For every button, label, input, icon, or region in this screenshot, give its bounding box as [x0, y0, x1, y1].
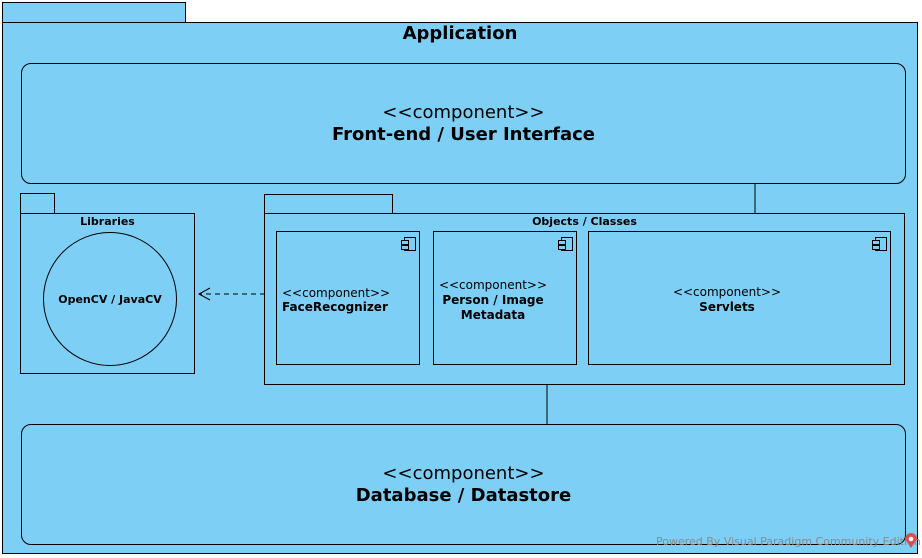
servlets-component[interactable]: <<component>> Servlets [588, 231, 891, 365]
dependency-arrowhead [197, 287, 211, 301]
opencv-interface-label: OpenCV / JavaCV [58, 292, 162, 306]
facerecognizer-stereotype: <<component>> [282, 286, 391, 300]
libraries-title: Libraries [80, 215, 135, 228]
opencv-interface-circle[interactable]: OpenCV / JavaCV [43, 232, 177, 366]
objects-title: Objects / Classes [532, 215, 637, 228]
application-package-tab [2, 2, 186, 23]
database-name: Database / Datastore [355, 484, 572, 506]
visual-paradigm-logo-icon [905, 533, 917, 548]
component-icon [558, 237, 573, 251]
component-icon [872, 237, 887, 251]
metadata-component[interactable]: <<component>> Person / Image Metadata [433, 231, 577, 365]
servlets-name: Servlets [699, 300, 755, 314]
metadata-stereotype: <<component>> [438, 278, 548, 292]
application-title: Application [402, 23, 518, 44]
objects-package-tab [264, 194, 393, 214]
servlets-text: <<component>> Servlets [589, 285, 865, 315]
metadata-text: <<component>> Person / Image Metadata [434, 278, 552, 323]
frontend-stereotype: <<component>> [382, 101, 545, 123]
facerecognizer-component[interactable]: <<component>> FaceRecognizer [276, 231, 420, 365]
servlets-stereotype: <<component>> [672, 285, 782, 299]
frontend-component[interactable]: <<component>> Front-end / User Interface [21, 63, 906, 184]
metadata-name: Person / Image Metadata [442, 293, 544, 322]
database-component[interactable]: <<component>> Database / Datastore [21, 424, 906, 545]
libraries-package-tab [20, 193, 55, 214]
frontend-name: Front-end / User Interface [331, 123, 596, 145]
libraries-package[interactable]: Libraries OpenCV / JavaCV [20, 213, 195, 374]
watermark-text: Powered By Visual Paradigm Community Edi… [656, 535, 921, 548]
facerecognizer-name: FaceRecognizer [282, 300, 388, 314]
database-stereotype: <<component>> [382, 462, 545, 484]
component-icon [401, 237, 416, 251]
